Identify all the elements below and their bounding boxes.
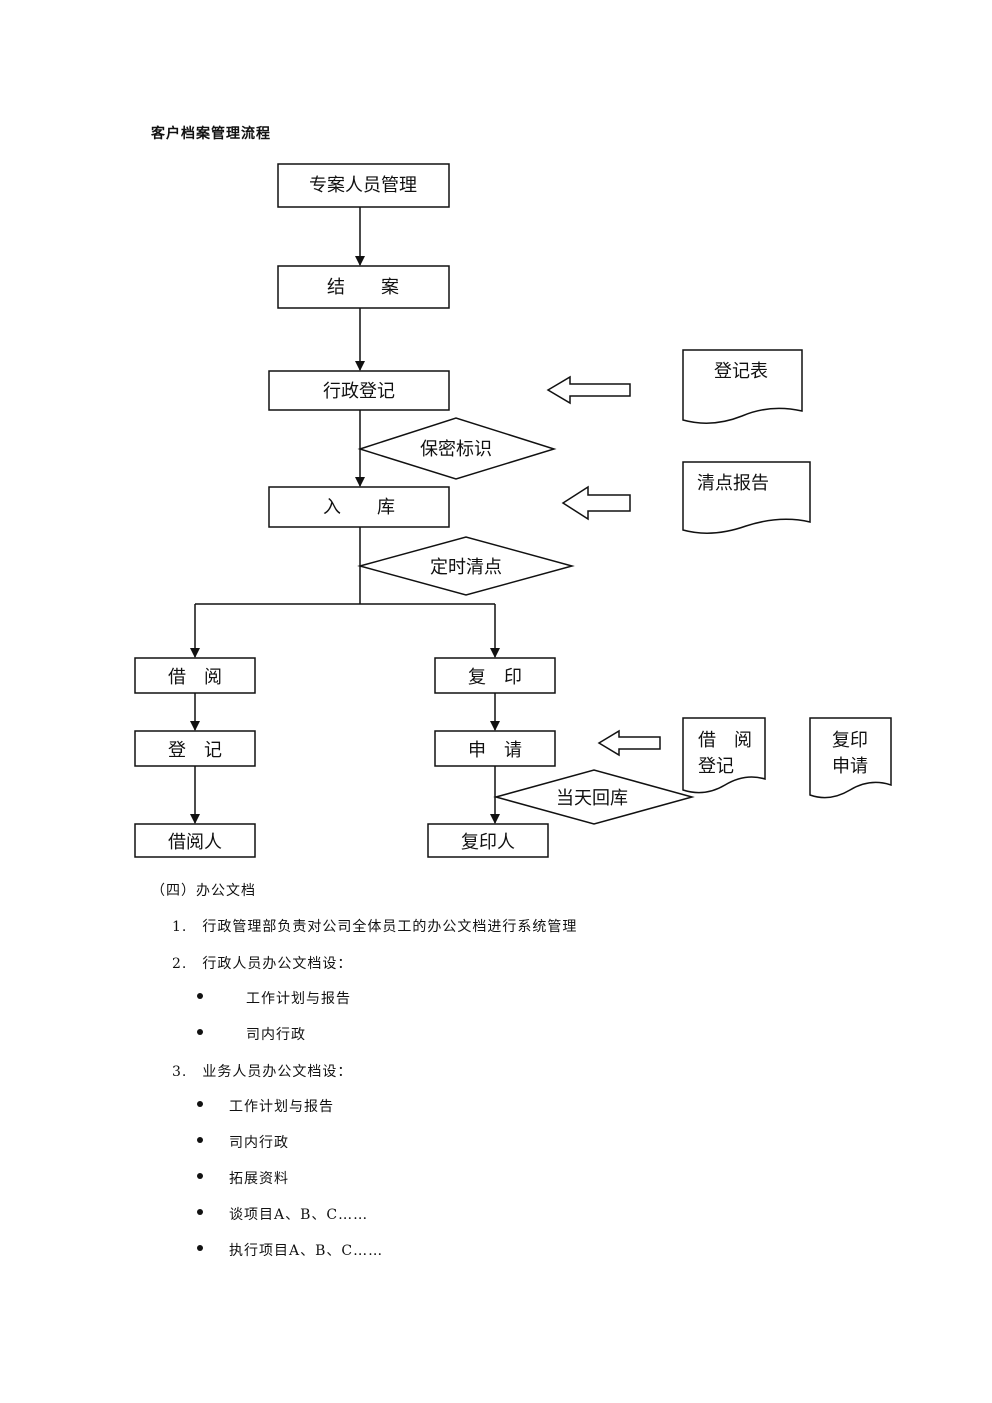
- section-heading: （四）办公文档: [151, 883, 256, 899]
- label-jiean: 结 案: [327, 277, 399, 298]
- label-xingzheng-dengji: 行政登记: [323, 381, 395, 402]
- label-doc-fuyin-2: 申请: [832, 756, 868, 777]
- bullet-item: 工作计划与报告: [229, 1099, 334, 1115]
- bullet-item: 工作计划与报告: [246, 991, 351, 1007]
- box-fuyinren: [427, 823, 549, 858]
- label-jieyueren: 借阅人: [168, 832, 222, 853]
- box-xingzheng-dengji: [268, 370, 450, 411]
- label-fuyinren: 复印人: [461, 832, 515, 853]
- page-title: 客户档案管理流程: [151, 126, 271, 142]
- label-ruku: 入 库: [323, 497, 395, 518]
- bullet-icon: [197, 1137, 203, 1143]
- doc-dengjibiao: [682, 349, 803, 424]
- box-jieyue: [134, 657, 256, 694]
- label-doc-jieyue-1: 借 阅: [698, 730, 752, 751]
- doc-qingdian: [682, 461, 811, 534]
- label-dangtian: 当天回库: [556, 788, 628, 809]
- box-ruku: [268, 486, 450, 528]
- arrow-left-shenqing: [597, 729, 661, 757]
- list-item-3: 3. 业务人员办公文档设：: [172, 1064, 353, 1080]
- box-jiean: [277, 265, 450, 309]
- bullet-icon: [197, 1029, 203, 1035]
- label-fuyin: 复 印: [468, 667, 522, 688]
- diamond-baomi: [357, 417, 557, 480]
- bullet-icon: [197, 1101, 203, 1107]
- arrow-left-dengjibiao: [546, 375, 631, 405]
- box-zhuanan: [277, 163, 450, 208]
- diamond-dangtian: [493, 769, 695, 825]
- doc-fuyin-shenqing: [809, 717, 892, 799]
- bullet-icon: [197, 1173, 203, 1179]
- box-dengji: [134, 730, 256, 767]
- bullet-icon: [197, 993, 203, 999]
- label-doc-qingdian: 清点报告: [697, 473, 769, 494]
- label-shenqing: 申 请: [468, 740, 522, 761]
- label-jieyue: 借 阅: [168, 667, 222, 688]
- bullet-icon: [197, 1209, 203, 1215]
- bullet-item: 司内行政: [229, 1135, 289, 1151]
- label-dengji: 登 记: [168, 740, 222, 761]
- list-item-2: 2. 行政人员办公文档设：: [172, 956, 353, 972]
- box-shenqing: [434, 730, 556, 767]
- bullet-item: 拓展资料: [229, 1171, 289, 1187]
- archive-flowchart: 专案人员管理 结 案 行政登记 保密标识 入 库 定时清点 借 阅 复 印 登 …: [134, 163, 892, 858]
- box-fuyin: [434, 657, 556, 694]
- label-doc-jieyue-2: 登记: [698, 756, 734, 777]
- box-jieyueren: [134, 823, 256, 858]
- doc-jieyue-dengji: [682, 717, 766, 794]
- arrow-left-qingdian: [561, 485, 631, 521]
- label-baomi: 保密标识: [420, 439, 492, 460]
- label-dingshi: 定时清点: [430, 557, 502, 578]
- bullet-item: 执行项目A、B、C……: [229, 1243, 384, 1259]
- label-zhuanan: 专案人员管理: [309, 175, 417, 196]
- bullet-item: 谈项目A、B、C……: [229, 1207, 369, 1223]
- bullet-icon: [197, 1245, 203, 1251]
- label-doc-dengjibiao: 登记表: [714, 361, 768, 382]
- list-item-1: 1. 行政管理部负责对公司全体员工的办公文档进行系统管理: [172, 919, 578, 935]
- diamond-dingshi: [357, 536, 575, 596]
- label-doc-fuyin-1: 复印: [832, 730, 868, 751]
- bullet-item: 司内行政: [246, 1027, 306, 1043]
